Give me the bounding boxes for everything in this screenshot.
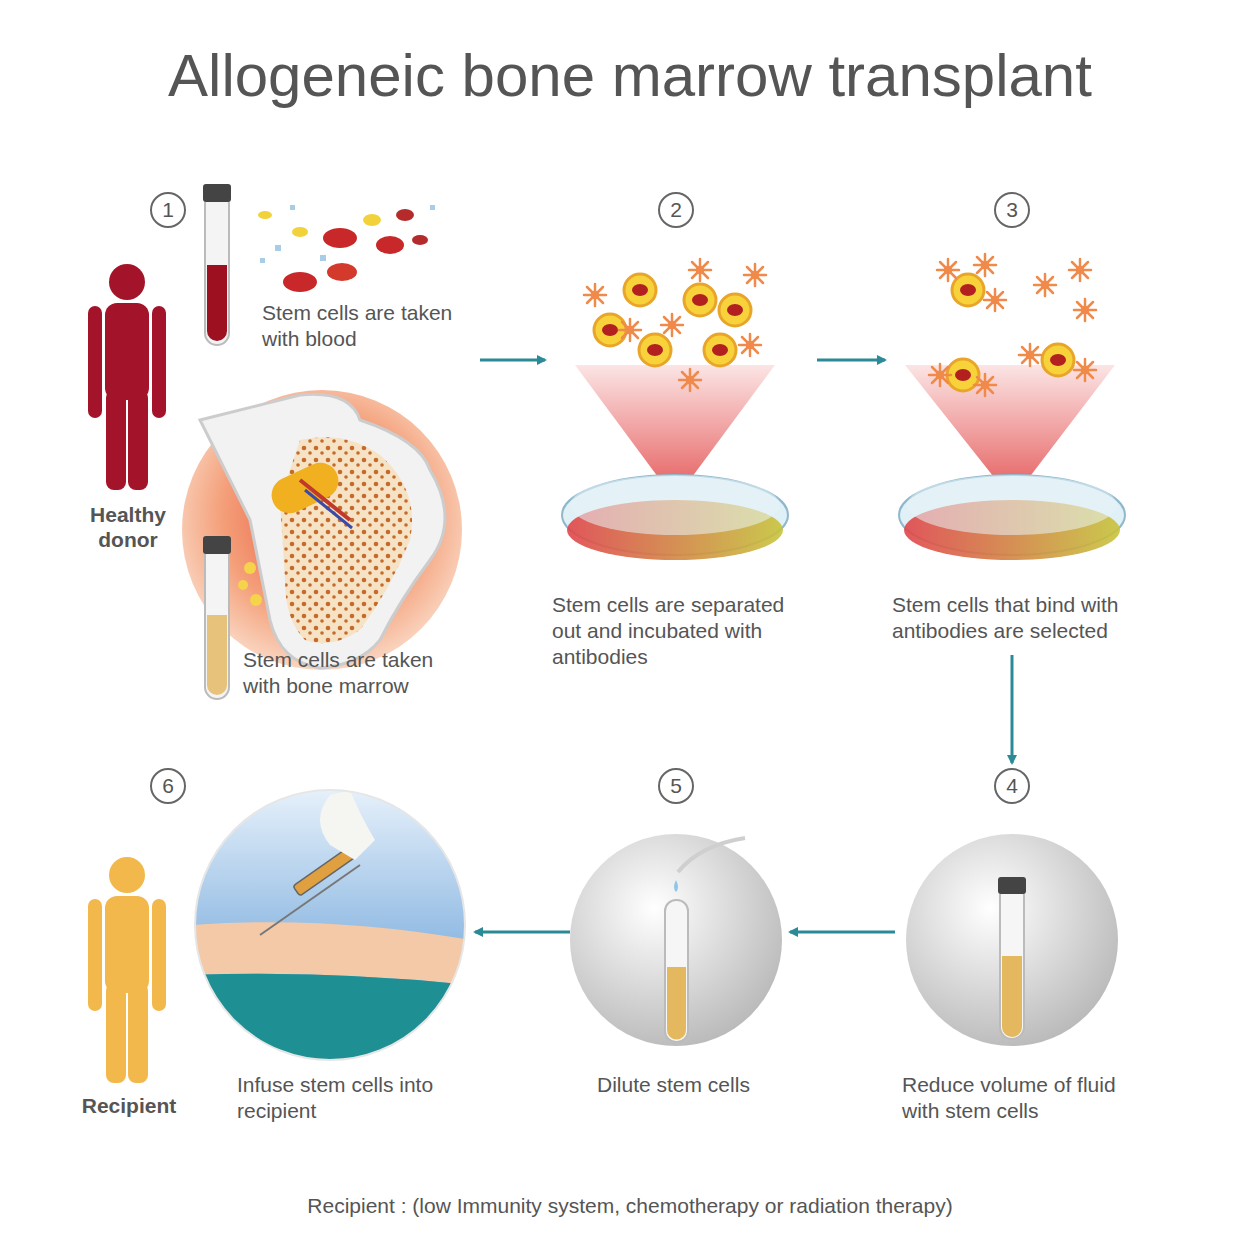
step-number: 2 bbox=[658, 192, 694, 228]
figure-label: Recipient bbox=[74, 1093, 184, 1118]
blood-cells bbox=[258, 205, 435, 292]
step-number: 1 bbox=[150, 192, 186, 228]
tube-volume-reduction bbox=[906, 834, 1118, 1046]
diagram-caption: Recipient : (low Immunity system, chemot… bbox=[0, 1193, 1260, 1219]
process-step: 1Stem cells are taken with bloodStem cel… bbox=[140, 185, 475, 705]
flow-arrow bbox=[480, 359, 545, 362]
process-step: 6Infuse stem cells into recipient bbox=[150, 768, 470, 1130]
infusion-illustration bbox=[190, 785, 470, 1065]
figure-label: Healthy donor bbox=[78, 502, 178, 552]
antibody-incubation bbox=[562, 259, 788, 560]
diagram-title: Allogeneic bone marrow transplant bbox=[0, 40, 1260, 112]
flow-arrow bbox=[817, 359, 885, 362]
step-description: Stem cells are taken with bone marrow bbox=[243, 647, 468, 699]
flow-arrow bbox=[790, 931, 895, 934]
step-description: Stem cells are separated out and incubat… bbox=[552, 592, 810, 670]
step-description: Dilute stem cells bbox=[597, 1072, 782, 1098]
recipient-figure bbox=[88, 857, 166, 1083]
flow-arrow bbox=[475, 931, 570, 934]
step-description: Stem cells are taken with blood bbox=[262, 300, 462, 352]
blood-tube bbox=[203, 184, 231, 345]
flow-arrow bbox=[1011, 655, 1014, 763]
step-description: Stem cells that bind with antibodies are… bbox=[892, 592, 1142, 644]
donor-figure bbox=[88, 264, 166, 490]
antibody-selection bbox=[899, 254, 1125, 560]
step-number: 5 bbox=[658, 768, 694, 804]
step-description: Reduce volume of fluid with stem cells bbox=[902, 1072, 1142, 1124]
step-number: 4 bbox=[994, 768, 1030, 804]
process-step: 4Reduce volume of fluid with stem cells bbox=[900, 768, 1145, 1130]
step-number: 3 bbox=[994, 192, 1030, 228]
process-step: 5Dilute stem cells bbox=[575, 768, 785, 1130]
step-number: 6 bbox=[150, 768, 186, 804]
process-step: 2Stem cells are separated out and incuba… bbox=[550, 190, 812, 674]
step-description: Infuse stem cells into recipient bbox=[237, 1072, 437, 1124]
dilution-tube bbox=[570, 834, 782, 1046]
process-step: 3Stem cells that bind with antibodies ar… bbox=[890, 190, 1145, 650]
